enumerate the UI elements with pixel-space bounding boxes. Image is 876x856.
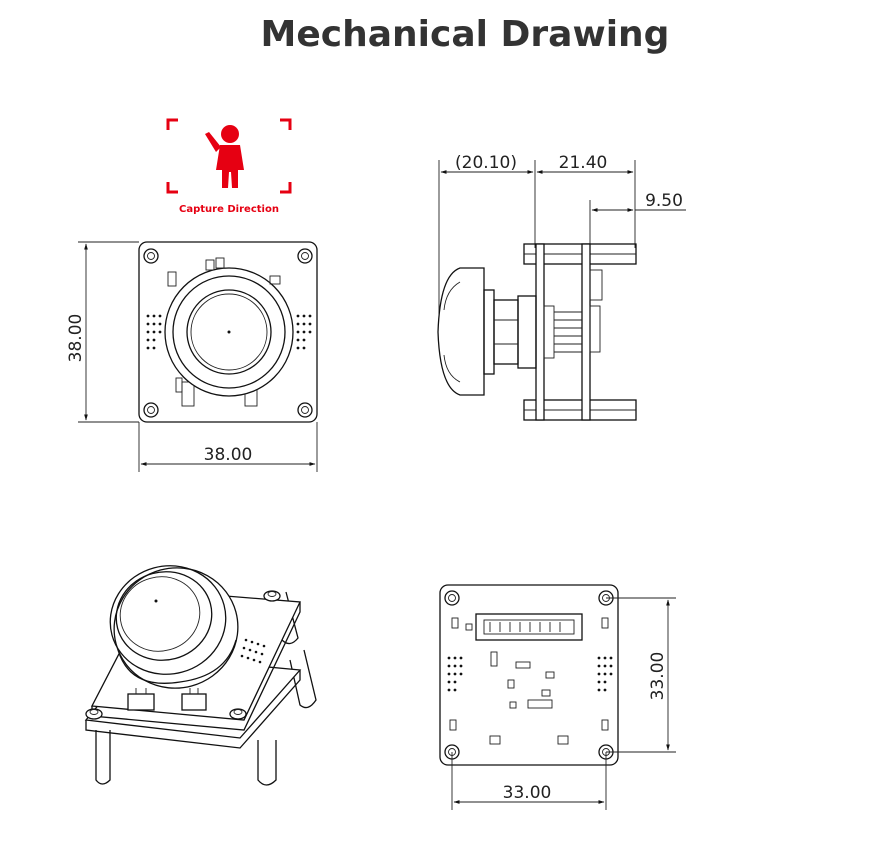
- front-width-dimension: 38.00: [138, 422, 318, 472]
- rear-height-label: 33.00: [648, 652, 668, 701]
- rear-pin-grid-left: [447, 656, 463, 692]
- rear-view: 33.00 33.00: [439, 584, 676, 810]
- side-view: (20.10) 21.40 9.50: [437, 153, 686, 421]
- front-width-label: 38.00: [204, 445, 253, 465]
- front-pin-grid-left: [146, 314, 162, 350]
- rear-width-label: 33.00: [503, 783, 552, 803]
- person-pointing-icon: [205, 125, 244, 188]
- front-mount-holes: [143, 248, 313, 418]
- capture-frame: [166, 118, 292, 194]
- iso-pin-grid: [240, 638, 266, 664]
- side-lens-dimension: (20.10): [440, 153, 534, 174]
- front-view: 38.00 38.00: [66, 241, 318, 472]
- front-lens: [164, 267, 294, 407]
- side-lens-label: (20.10): [455, 153, 517, 173]
- page-title: Mechanical Drawing: [260, 14, 670, 55]
- iso-components: [127, 688, 207, 711]
- rear-fpc-connector: [475, 613, 583, 641]
- rear-mount-holes: [444, 590, 614, 760]
- side-depth-dimension: 21.40: [536, 153, 634, 174]
- side-board-dimension: 9.50: [591, 191, 686, 212]
- side-depth-label: 21.40: [559, 153, 608, 173]
- rear-pin-grid-right: [597, 656, 613, 692]
- isometric-view: [84, 565, 317, 786]
- front-pin-grid-right: [296, 314, 312, 350]
- side-lens: [437, 267, 537, 396]
- front-height-label: 38.00: [66, 314, 86, 363]
- side-rear-board: [581, 243, 591, 421]
- front-height-dimension: 38.00: [66, 241, 139, 423]
- front-components: [167, 257, 281, 393]
- iso-screws: [85, 590, 281, 720]
- rear-width-dimension: 33.00: [451, 752, 607, 810]
- front-board-outline: [138, 241, 318, 423]
- side-sensor-pins: [543, 305, 601, 359]
- side-connector: [589, 269, 603, 301]
- rear-board-outline: [439, 584, 619, 766]
- side-front-board: [535, 243, 545, 421]
- iso-lens: [109, 565, 239, 689]
- side-board-label: 9.50: [645, 191, 683, 211]
- capture-direction-label: Capture Direction: [179, 204, 279, 215]
- capture-direction: Capture Direction: [166, 118, 292, 215]
- rear-height-dimension: 33.00: [606, 597, 676, 753]
- rear-components: [449, 617, 609, 745]
